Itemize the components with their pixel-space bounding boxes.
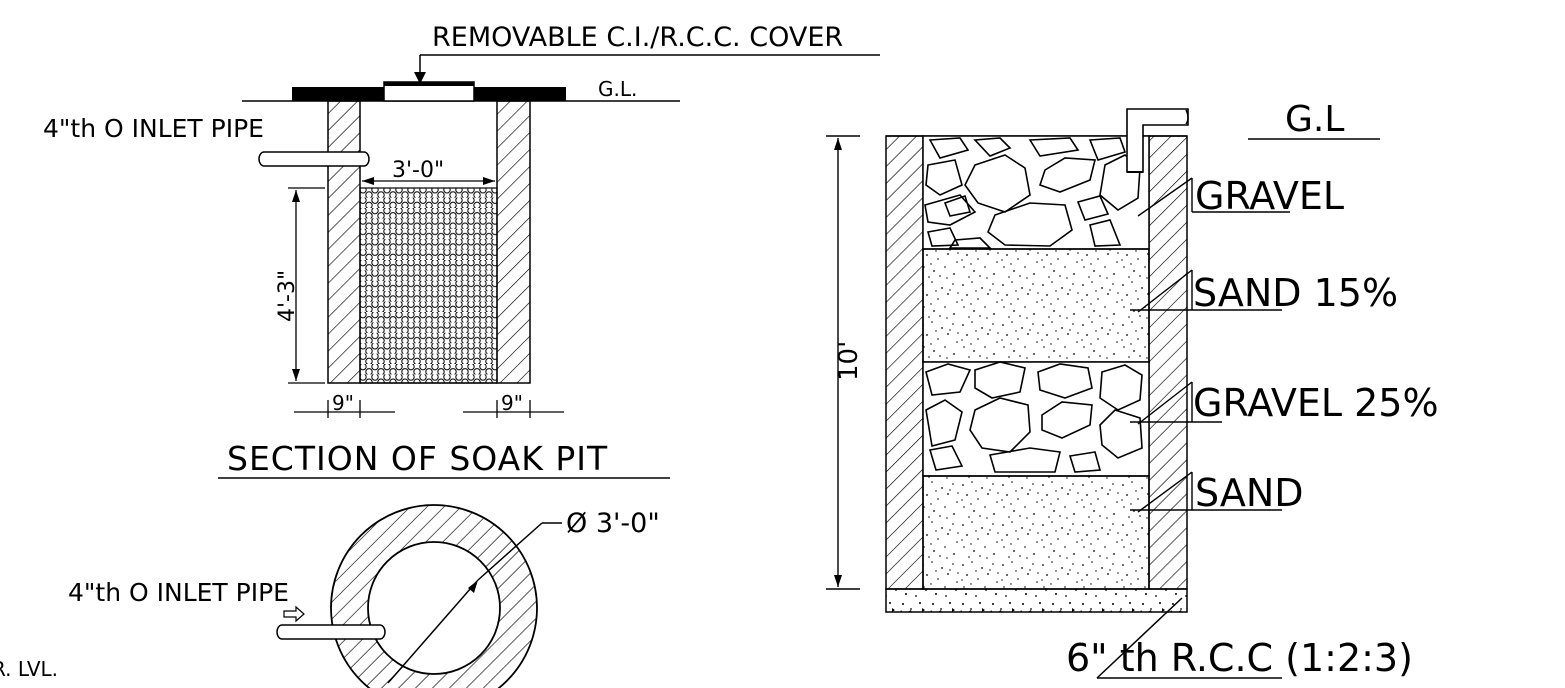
layer-label-gravel: GRAVEL xyxy=(1195,174,1344,218)
layer-label-sand: SAND xyxy=(1195,471,1304,515)
rcc-base xyxy=(885,588,1188,613)
cover-slab-right xyxy=(474,87,566,101)
layer-gravel-top xyxy=(922,135,1150,250)
layer-label-3: SAND xyxy=(1130,471,1304,515)
inlet-pipe-label-plan: 4"th O INLET PIPE xyxy=(68,578,289,607)
layer-gravel-middle xyxy=(922,361,1150,477)
soak-pit-plan: Ø 3'-0" 4"th O INLET PIPE R. LVL. xyxy=(0,504,660,688)
layer-sand-lower xyxy=(922,475,1150,590)
section-title: SECTION OF SOAK PIT xyxy=(227,439,608,478)
inlet-pipe-label-section: 4"th O INLET PIPE xyxy=(43,114,264,143)
right-wall-dim: 9" xyxy=(501,391,523,415)
total-depth-dim: 10' xyxy=(834,341,864,381)
inlet-pipe xyxy=(258,151,370,167)
soak-pit-section: REMOVABLE C.I./R.C.C. COVER G.L. 4"th O … xyxy=(43,22,880,479)
filter-left-wall xyxy=(885,135,924,590)
layer-label-2: GRAVEL 25% xyxy=(1130,381,1439,425)
layer-label-gravel-25: GRAVEL 25% xyxy=(1193,381,1439,425)
plan-inlet-pipe xyxy=(276,624,386,640)
left-wall-dim: 9" xyxy=(332,391,354,415)
gravel-stones-middle xyxy=(925,361,1143,473)
fill-depth-dim: 4'-3" xyxy=(275,270,300,322)
cover-slab-left xyxy=(292,87,384,101)
level-note: R. LVL. xyxy=(0,657,58,681)
ground-level-label: G.L. xyxy=(598,77,637,101)
left-wall xyxy=(327,100,361,384)
right-wall xyxy=(496,100,531,384)
filter-section: G.L xyxy=(826,99,1439,680)
pit-inner-ring xyxy=(367,541,501,675)
gravel-stones-top xyxy=(924,137,1141,249)
layer-label-1: SAND 15% xyxy=(1130,269,1398,315)
layer-label-sand-15: SAND 15% xyxy=(1193,271,1398,315)
cover-label: REMOVABLE C.I./R.C.C. COVER xyxy=(432,22,843,53)
pit-filling xyxy=(359,187,498,384)
filter-ground-level-label: G.L xyxy=(1285,99,1344,140)
layer-sand-upper xyxy=(922,248,1150,363)
diameter-label: Ø 3'-0" xyxy=(566,508,660,539)
inner-width-dim: 3'-0" xyxy=(392,158,444,183)
layer-label-0: GRAVEL xyxy=(1137,174,1344,218)
flow-arrow-icon xyxy=(283,605,305,623)
base-label: 6" th R.C.C (1:2:3) xyxy=(1066,636,1413,680)
